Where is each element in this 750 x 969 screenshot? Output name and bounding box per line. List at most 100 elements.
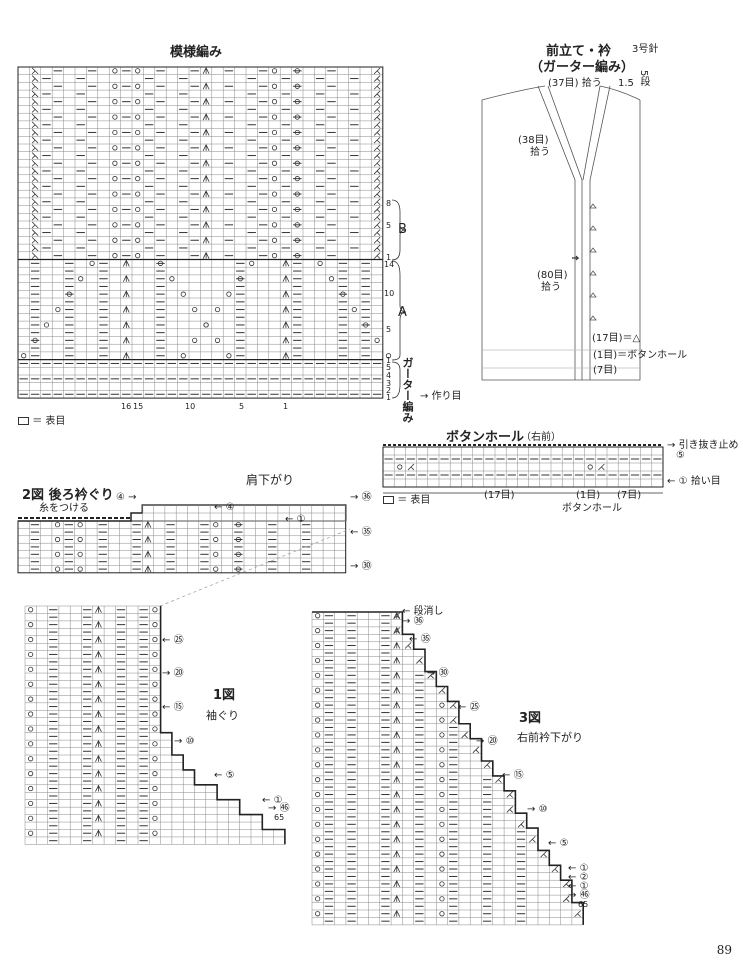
yarn-over-icon — [315, 613, 321, 619]
yarn-over-icon — [439, 747, 445, 753]
k2tog-icon — [31, 144, 39, 152]
row-num: 5 — [386, 363, 392, 372]
row-num: 1 — [386, 393, 392, 402]
decrease-icon — [95, 620, 102, 628]
k2tog-icon — [506, 806, 514, 813]
decrease-icon — [122, 336, 130, 344]
r1-text: ① — [273, 795, 283, 806]
decrease-icon — [122, 290, 130, 298]
yarn-over-icon — [28, 785, 34, 792]
k2tog-icon — [31, 236, 39, 244]
r1-text: ① — [579, 863, 589, 874]
yarn-over-icon — [43, 322, 50, 328]
yarn-over-icon — [271, 206, 278, 213]
triangle-marker-icon — [589, 247, 597, 253]
fig1-r15: ← ⑮ — [162, 702, 184, 713]
yarn-over-icon — [28, 756, 34, 762]
yarn-over-icon — [439, 762, 445, 768]
yarn-over-icon — [180, 291, 186, 297]
yarn-over-icon — [213, 536, 219, 543]
yarn-over-icon — [213, 522, 219, 528]
decrease-icon — [202, 113, 210, 121]
yarn-over-icon — [28, 800, 34, 807]
decrease-icon — [393, 865, 401, 873]
yarn-over-icon — [112, 191, 118, 197]
k2tog-icon — [373, 82, 381, 90]
fig3-r1b: ← ① — [568, 881, 589, 892]
neckline-outline — [312, 611, 584, 925]
fig1-r1: ← ① — [262, 795, 283, 806]
yarn-over-icon — [112, 114, 118, 120]
row-num: 2 — [386, 386, 392, 395]
yarn-over-icon — [315, 851, 321, 857]
buttonhole-side: （右前） — [521, 432, 561, 443]
upper-pick: 拾う — [530, 147, 550, 158]
fig3-r65: 65 — [578, 900, 589, 909]
r10-text: ⑩ — [538, 804, 548, 815]
fig3-r35: ← ㉟ — [409, 634, 431, 645]
k2tog-icon — [529, 835, 536, 843]
k2tog-icon — [373, 252, 381, 259]
arrow-icon — [572, 255, 580, 261]
k2tog-icon — [31, 106, 39, 113]
fig3-r36: → ㊱ — [402, 616, 424, 627]
yarn-over-icon — [214, 337, 221, 343]
bh-c7: (7目) — [617, 490, 642, 501]
yarn-over-icon — [315, 836, 321, 842]
fig3-r15: ← ⑮ — [502, 770, 524, 781]
k2tog-icon — [373, 213, 381, 221]
k2tog-icon — [31, 183, 39, 190]
yarn-over-icon — [294, 237, 300, 243]
yarn-over-icon — [294, 191, 300, 197]
decrease-icon — [393, 716, 401, 724]
k2tog-icon — [31, 75, 39, 82]
k2tog-icon — [31, 121, 39, 129]
yarn-over-icon — [135, 129, 141, 136]
decrease-icon — [202, 205, 210, 213]
yarn-over-icon — [213, 566, 219, 572]
k2tog-icon — [373, 144, 381, 152]
top-count: (37目) 拾う — [548, 78, 602, 89]
bh-row1: ① — [678, 476, 688, 487]
row-num: 1 — [386, 253, 392, 262]
k2tog-icon — [31, 198, 39, 206]
decrease-icon — [144, 550, 152, 558]
k2tog-icon — [373, 244, 381, 252]
fig3-r25: ← ㉕ — [458, 702, 480, 713]
r15-text: ⑮ — [173, 702, 184, 713]
r20-text: ⑳ — [173, 668, 184, 679]
yarn-over-icon — [439, 717, 445, 723]
fig3-symbols — [315, 611, 581, 922]
decrease-icon — [202, 236, 210, 244]
decrease-icon — [95, 799, 102, 807]
yarn-over-icon — [135, 206, 141, 213]
r1b-text: ① — [579, 881, 589, 892]
fig1-r66: → ㊻ — [268, 803, 290, 814]
k2tog-icon — [472, 746, 480, 754]
yarn-over-icon — [226, 291, 232, 297]
r25-text: ㉕ — [173, 635, 184, 646]
yarn-over-icon — [340, 291, 346, 297]
front-band-subtitle: （ガーター編み） — [530, 60, 635, 75]
k2tog-icon — [31, 129, 39, 136]
k2tog-icon — [551, 865, 559, 873]
r66-text: ㊻ — [579, 890, 590, 901]
r20-text: ⑳ — [487, 736, 498, 747]
r36-text: ㊱ — [413, 616, 424, 627]
row-num: 8 — [386, 199, 392, 208]
bh-legend-text: ＝ 表目 — [397, 495, 431, 506]
needle-label: 3号針 — [632, 44, 659, 55]
k2tog-icon — [373, 90, 381, 98]
pattern-symbols — [19, 66, 392, 395]
row-num: 5 — [386, 221, 392, 230]
yarn-over-icon — [112, 176, 118, 182]
yarn-over-icon — [271, 129, 278, 136]
yarn-over-icon — [77, 566, 83, 572]
col-num: 1 — [283, 402, 289, 411]
k2tog-icon — [449, 716, 457, 724]
yarn-over-icon — [112, 160, 118, 166]
k2tog-icon — [393, 612, 401, 620]
row-num: 10 — [384, 289, 395, 298]
k2tog-icon — [31, 136, 39, 144]
yarn-over-icon — [77, 536, 83, 543]
